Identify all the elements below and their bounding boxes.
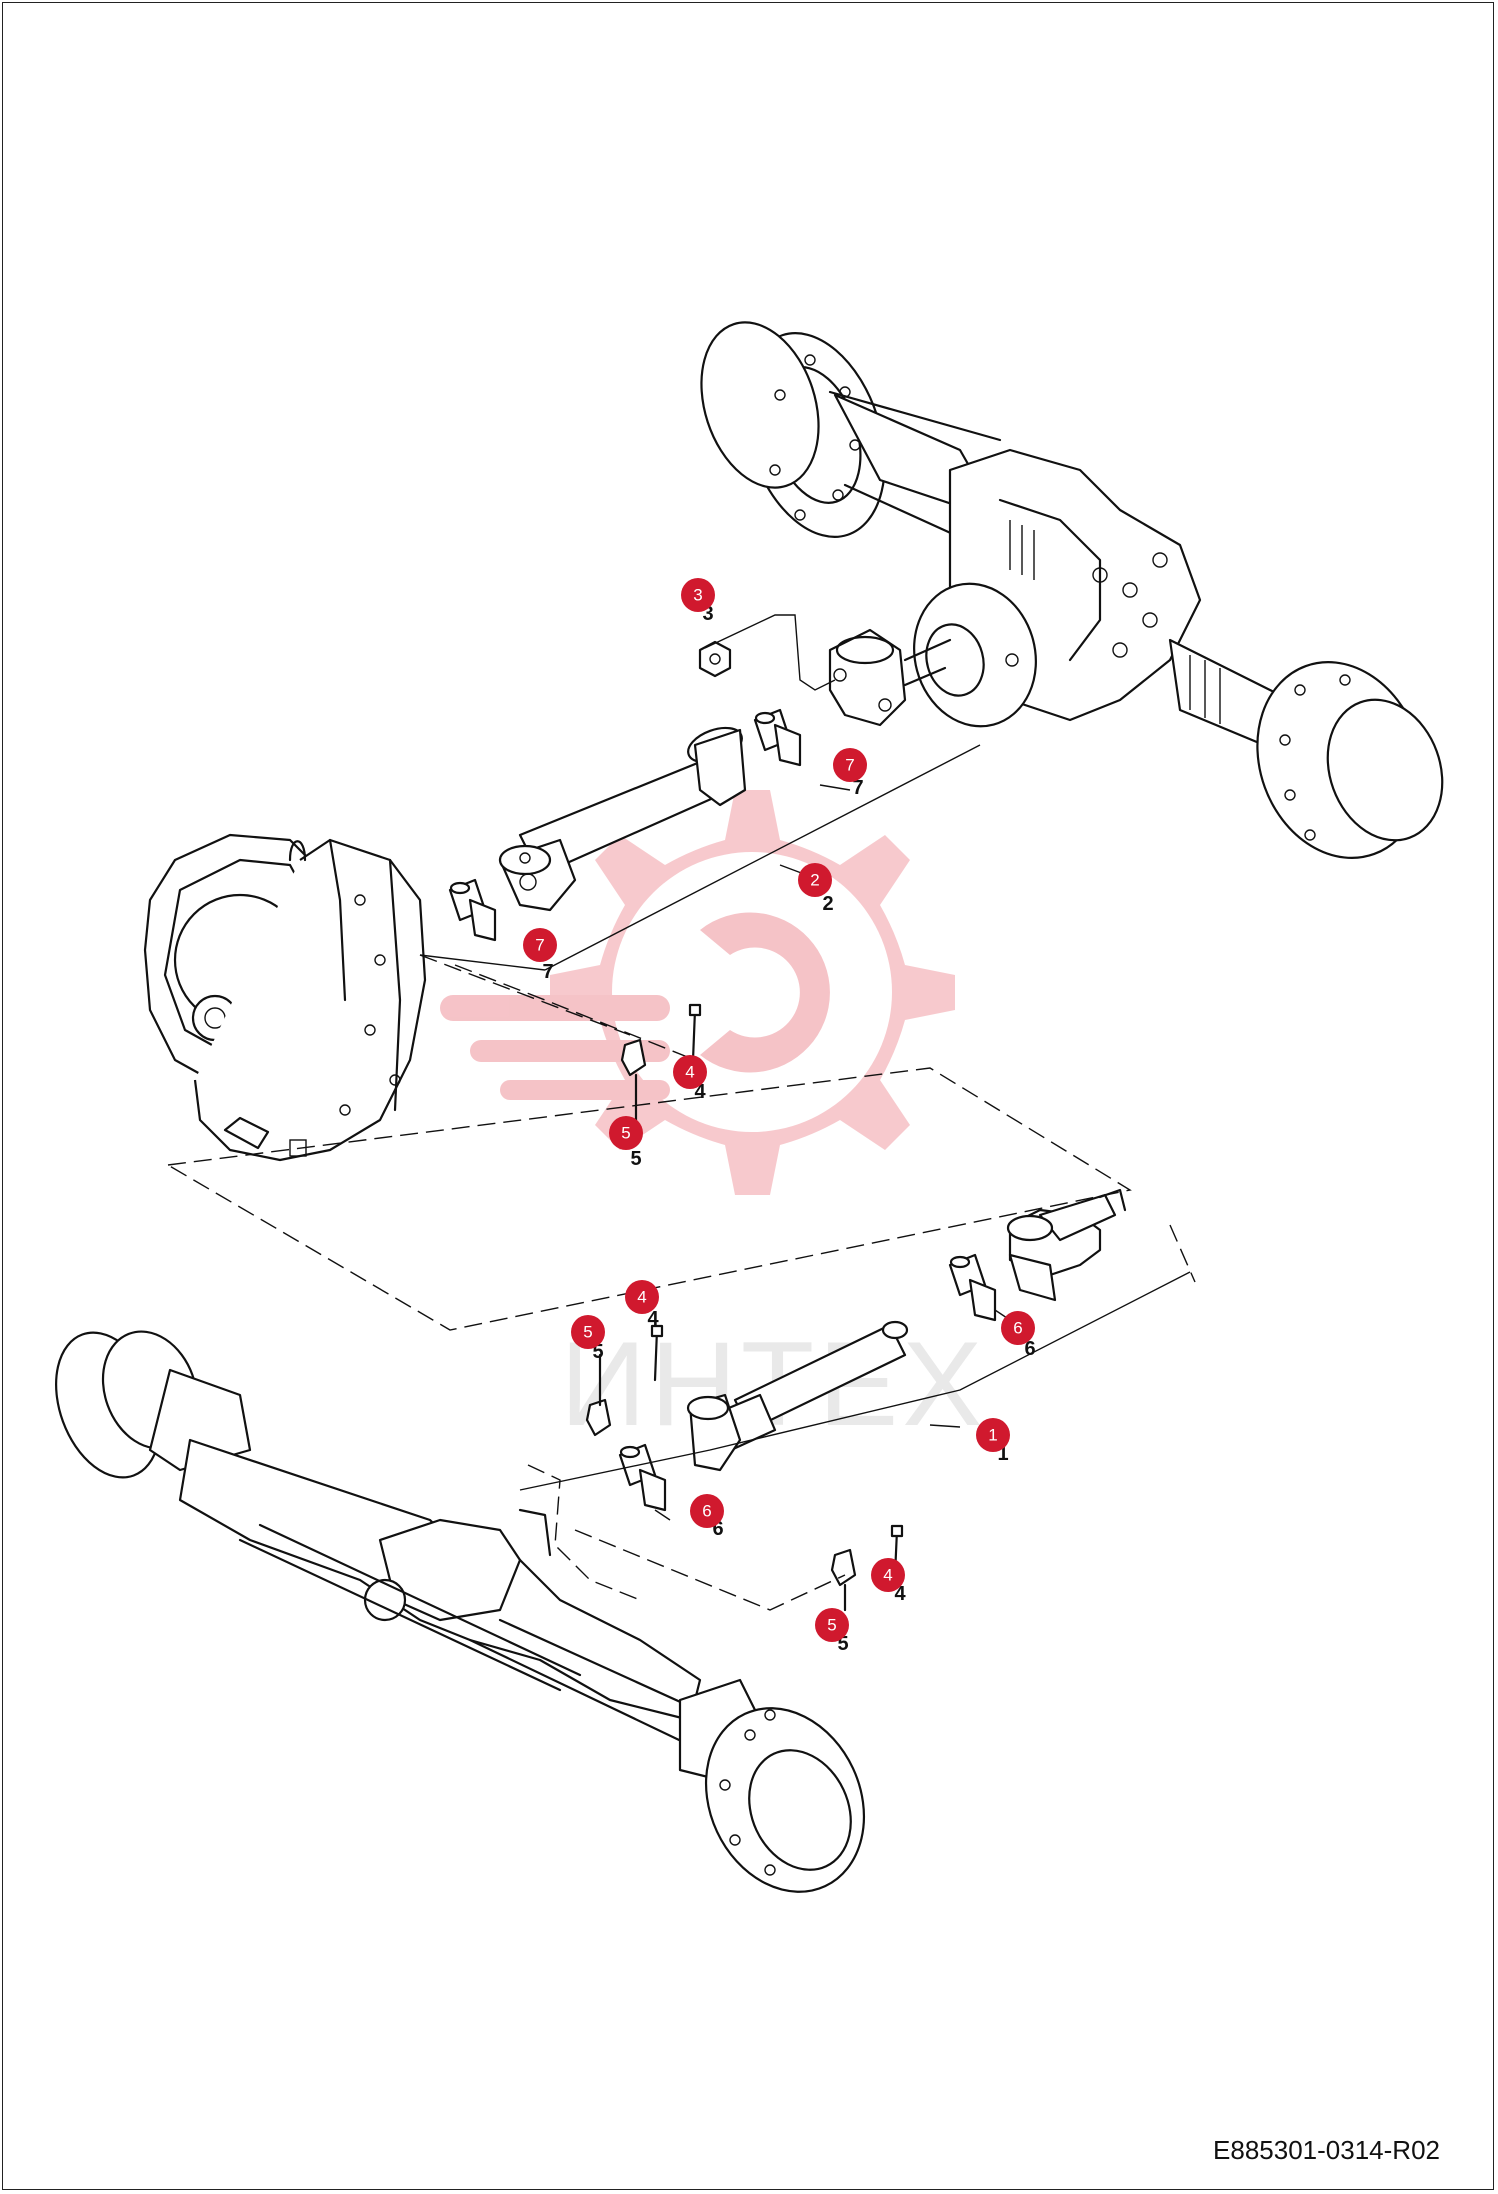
- svg-text:1: 1: [988, 1426, 997, 1445]
- svg-text:4: 4: [685, 1063, 694, 1082]
- universal-joint-upper: [753, 708, 802, 767]
- callout-4-lower[interactable]: 4: [871, 1558, 905, 1592]
- callout-1[interactable]: 1: [976, 1418, 1010, 1452]
- svg-text:4: 4: [637, 1288, 646, 1307]
- callout-6-right[interactable]: 6: [1001, 1311, 1035, 1345]
- leader-lines: [419, 614, 1191, 1521]
- svg-text:3: 3: [693, 586, 702, 605]
- front-driveshaft: [686, 1188, 1127, 1472]
- svg-text:7: 7: [535, 936, 544, 955]
- svg-text:2: 2: [810, 871, 819, 890]
- callout-7-lower[interactable]: 7: [523, 928, 557, 962]
- universal-joint-front-left: [618, 1443, 667, 1512]
- rear-axle: [700, 321, 1444, 859]
- svg-text:3: 3: [702, 603, 713, 625]
- callout-4-middle[interactable]: 4: [625, 1280, 659, 1314]
- transmission: [143, 833, 427, 1162]
- flange-yoke: [828, 628, 952, 727]
- svg-text:5: 5: [592, 1341, 603, 1363]
- callout-4-upper[interactable]: 4: [673, 1055, 707, 1089]
- svg-text:6: 6: [712, 1518, 723, 1540]
- callout-badges: 3 7 2 7 4 5 4 5 6 1 6 4 5: [523, 578, 1035, 1642]
- front-axle: [55, 1330, 866, 1893]
- callout-2[interactable]: 2: [798, 863, 832, 897]
- item-number-glyphs: 3 4 5 2 7 7 4 5 6 1 6 4 5: [542, 603, 1035, 1655]
- svg-text:5: 5: [583, 1323, 592, 1342]
- svg-text:5: 5: [621, 1124, 630, 1143]
- callout-3[interactable]: 3: [681, 578, 715, 612]
- center-bearing-bolts-lower: [830, 1524, 904, 1612]
- callout-5-lower[interactable]: 5: [815, 1608, 849, 1642]
- rear-driveshaft: [498, 726, 747, 912]
- svg-text:7: 7: [852, 777, 863, 799]
- svg-text:1: 1: [997, 1443, 1008, 1465]
- callout-7-upper[interactable]: 7: [833, 748, 867, 782]
- svg-text:5: 5: [837, 1633, 848, 1655]
- svg-text:7: 7: [542, 961, 553, 983]
- svg-text:6: 6: [1013, 1319, 1022, 1338]
- callout-6-left[interactable]: 6: [690, 1494, 724, 1528]
- svg-text:7: 7: [845, 756, 854, 775]
- document-code: E885301-0314-R02: [1213, 2135, 1440, 2165]
- center-bearing-bolts-middle: [585, 1324, 664, 1437]
- svg-text:2: 2: [822, 893, 833, 915]
- svg-text:4: 4: [647, 1308, 659, 1330]
- svg-text:5: 5: [630, 1148, 641, 1170]
- svg-text:4: 4: [883, 1566, 892, 1585]
- nut: [698, 640, 732, 678]
- callout-5-upper[interactable]: 5: [609, 1116, 643, 1150]
- svg-text:6: 6: [702, 1502, 711, 1521]
- svg-text:6: 6: [1024, 1338, 1035, 1360]
- svg-text:5: 5: [827, 1616, 836, 1635]
- universal-joint-lower: [448, 878, 497, 942]
- callout-5-middle[interactable]: 5: [571, 1315, 605, 1349]
- universal-joint-front-right: [948, 1253, 997, 1322]
- assembly-guide-lines: [165, 954, 1196, 1611]
